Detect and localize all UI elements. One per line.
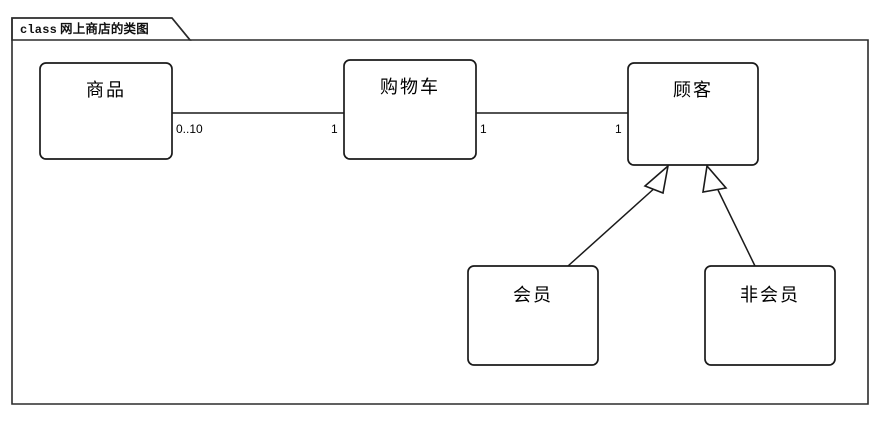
frame-name: 网上商店的类图 <box>60 21 149 36</box>
class-box-product[interactable] <box>39 62 173 160</box>
multiplicity-cart-right-side: 1 <box>480 122 487 136</box>
generalization-arrowhead-member <box>643 163 670 195</box>
multiplicity-product-side: 0..10 <box>176 122 203 136</box>
class-label-member: 会员 <box>513 285 553 306</box>
class-box-cart[interactable] <box>343 59 477 160</box>
frame-keyword: class <box>20 23 58 37</box>
multiplicity-cart-left-side: 1 <box>331 122 338 136</box>
class-label-product: 商品 <box>86 80 126 101</box>
frame-tab-outline <box>11 17 192 41</box>
class-box-nonmember[interactable] <box>704 265 836 366</box>
class-box-member[interactable] <box>467 265 599 366</box>
generalization-arrowhead-nonmember <box>702 164 728 193</box>
class-label-customer: 顾客 <box>673 80 713 101</box>
generalization-line-member-customer <box>567 185 658 267</box>
generalization-line-nonmember-customer <box>717 189 756 267</box>
class-label-cart: 购物车 <box>380 77 440 98</box>
class-box-customer[interactable] <box>627 62 759 166</box>
class-label-nonmember: 非会员 <box>740 285 800 306</box>
multiplicity-customer-side: 1 <box>615 122 622 136</box>
